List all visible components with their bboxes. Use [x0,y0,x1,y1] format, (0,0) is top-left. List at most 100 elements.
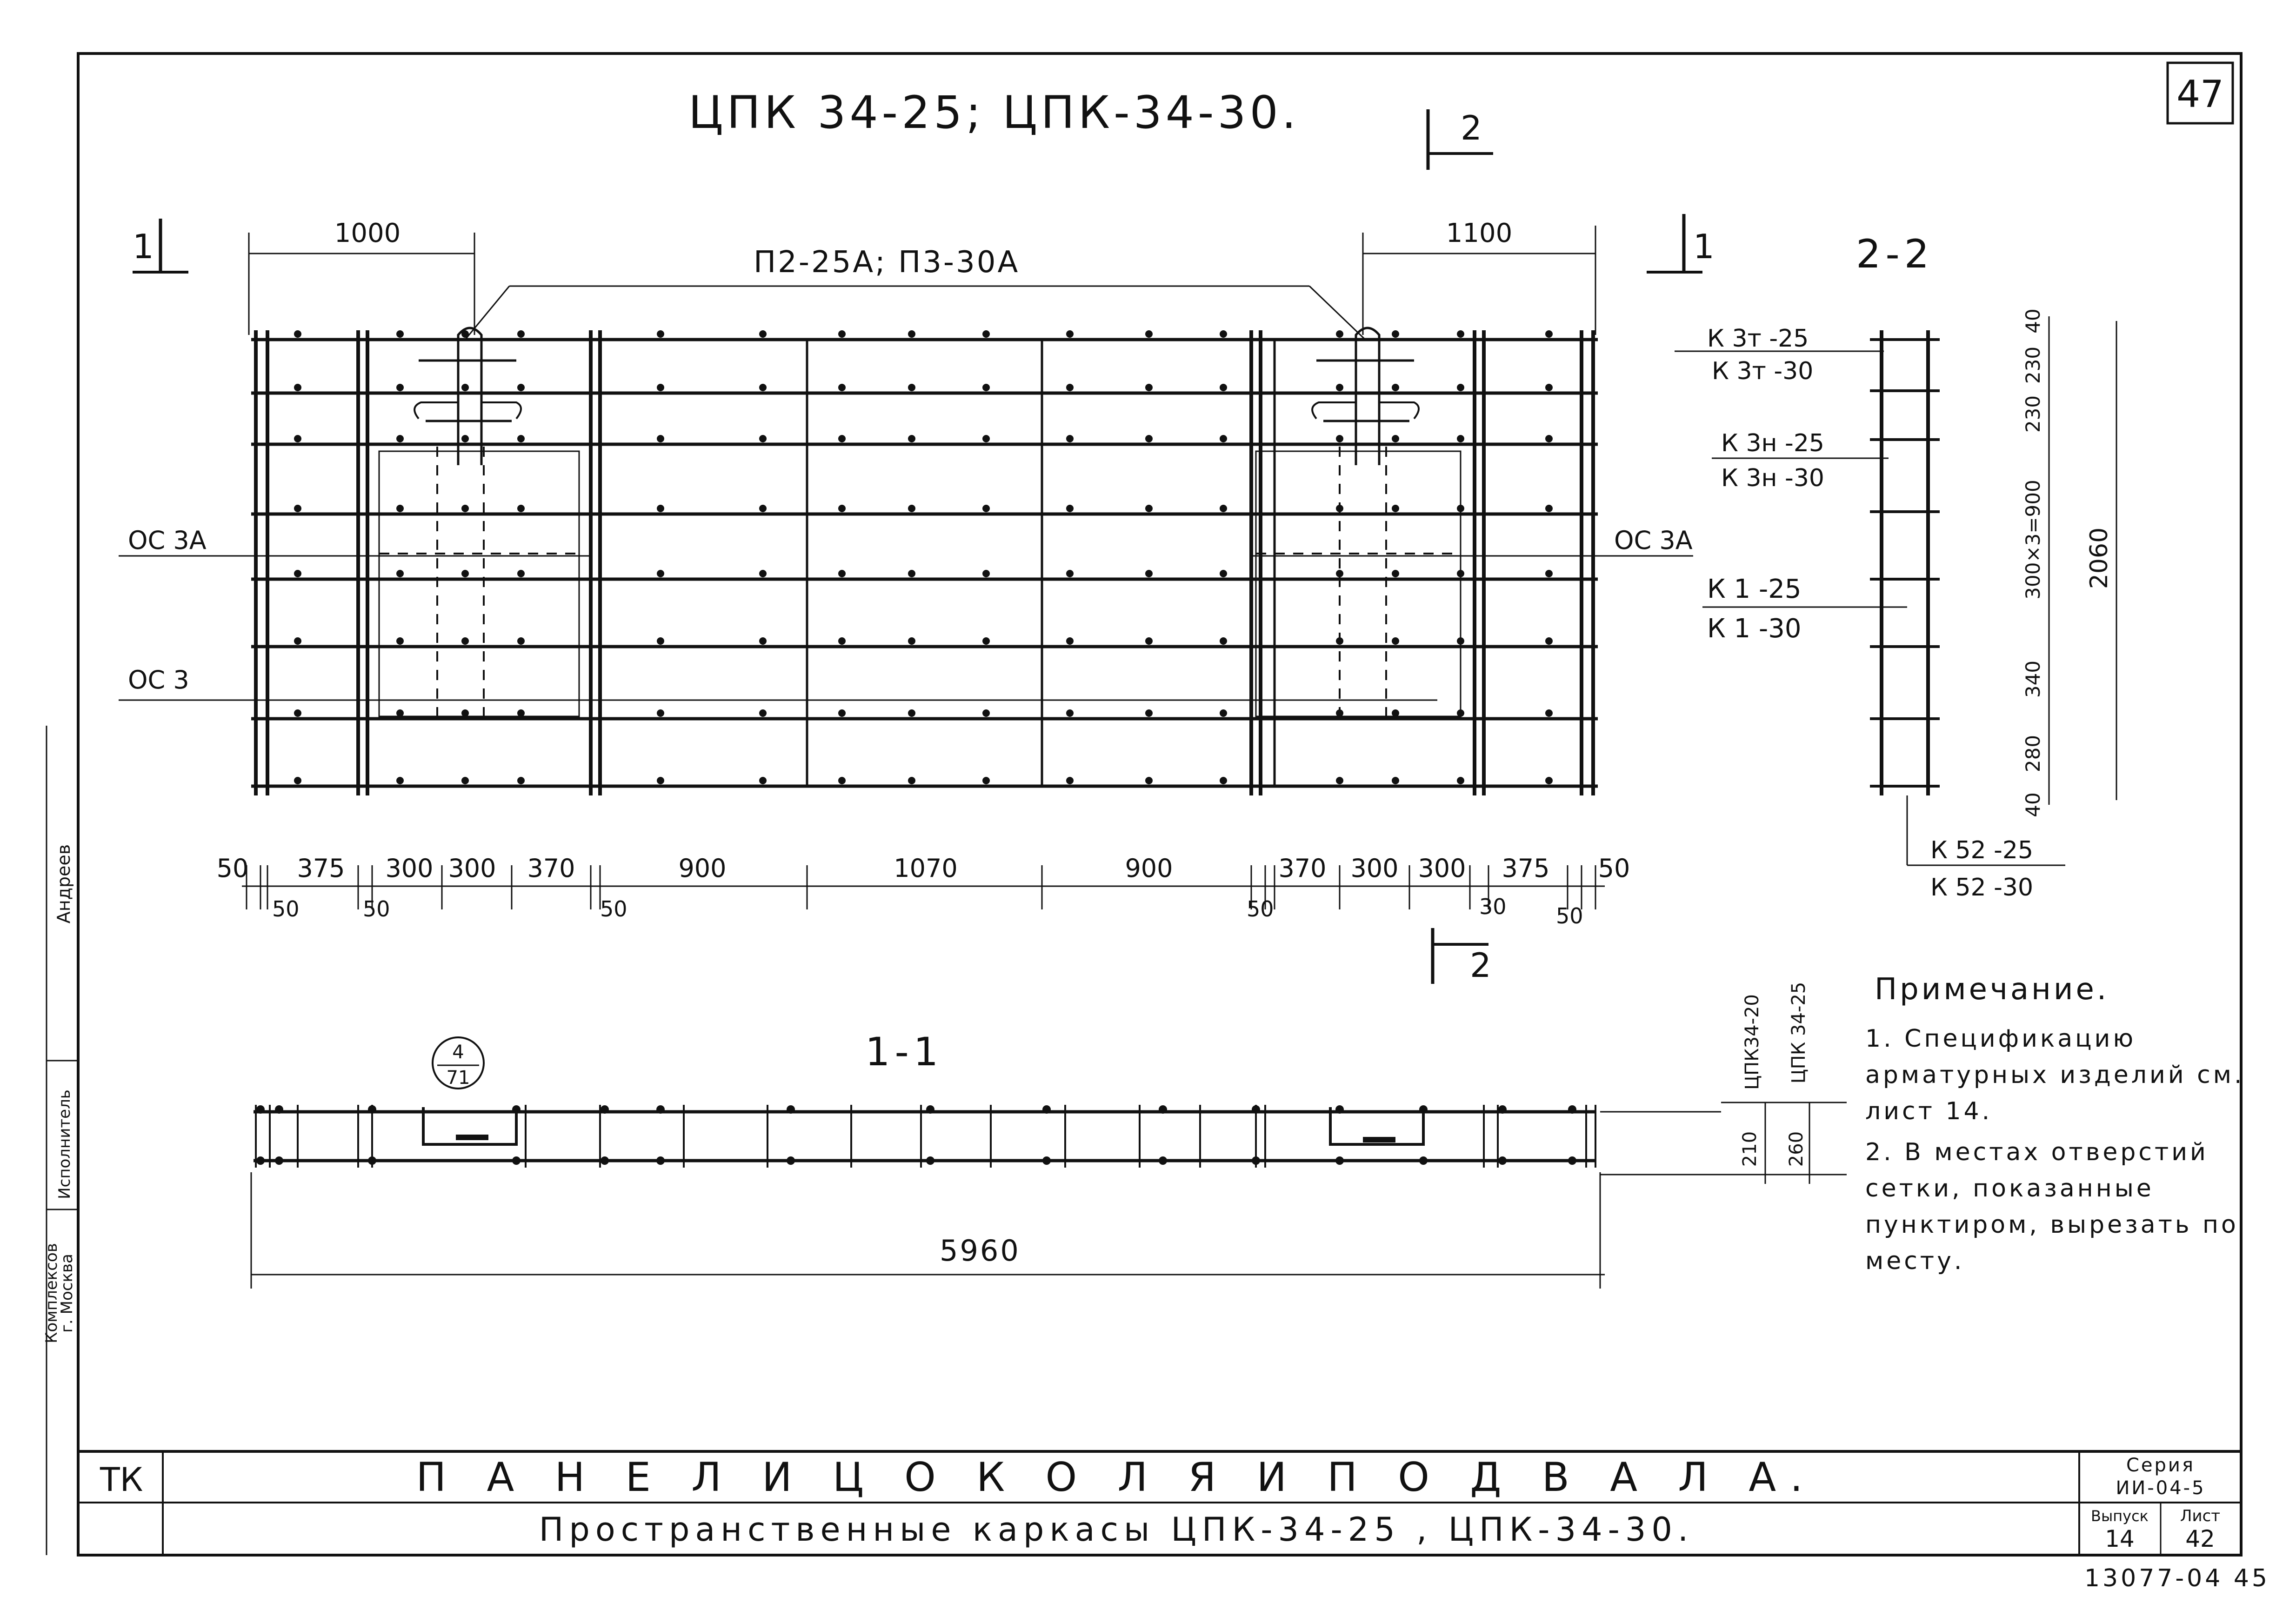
plan-bar-dot [1545,330,1553,338]
dim-small: 50 [363,896,390,922]
plan-bar-dot [1392,570,1399,577]
plan-bar-dot [982,505,990,512]
plan-bar-dot [1145,505,1153,512]
side-dim-230: 230 [2022,347,2044,384]
plan-bar-dot [517,384,525,391]
section-11-bar-dot [926,1105,934,1114]
plan-bar-dot [759,505,767,512]
section-11-bar-dot [256,1105,265,1114]
plan-bar-dot [1392,435,1399,442]
side-dim-340: 340 [2022,661,2044,698]
section-11-bar-dot [368,1105,376,1114]
section-11-bar-dot [1568,1105,1576,1114]
detail-callout-circle [432,1036,485,1089]
left-stamp-role: Исполнитель [55,1089,74,1199]
plan-bar-dot [396,435,404,442]
plan-bar-dot [1220,384,1227,391]
plan-bar-dot [657,570,664,577]
plan-bar-dot [908,709,915,717]
plan-bar-dot [461,637,469,645]
plan-bar-dot [1336,384,1343,391]
plan-bar-dot [1392,505,1399,512]
plan-bar-dot [1066,637,1074,645]
plan-bar-dot [1145,777,1153,784]
mesh-label-oc3-left: ОС 3 [128,665,189,695]
section-11-bar-dot [787,1156,795,1165]
stamp-title-sub: Пространственные каркасы ЦПК-34-25 , ЦПК… [539,1510,1694,1549]
plan-bar-dot [461,709,469,717]
side-dim-40-top: 40 [2022,308,2044,333]
mesh-label-oc3a-right: ОС 3А [1614,526,1693,555]
section-11-bar-dot [787,1105,795,1114]
section-11-bar-dot [1568,1156,1576,1165]
left-stamp-org: Комплексов [42,1243,61,1343]
plan-bar-dot [759,330,767,338]
section-11-bar-dot [1498,1105,1507,1114]
plan-bar-dot [982,435,990,442]
dim-label: 370 [527,854,575,883]
plan-bar-dot [908,330,915,338]
dim-label: 375 [297,854,345,883]
plan-bar-dot [1220,330,1227,338]
stamp-sheet-label: Лист [2180,1507,2220,1525]
plan-bar-dot [461,777,469,784]
plan-bar-dot [759,435,767,442]
label-k52-25: К 52 -25 [1930,836,2033,864]
mark-reference: П2-25А; П3-30А [754,245,1020,280]
side-dim-280: 280 [2022,735,2044,772]
plan-bar-dot [759,570,767,577]
plan-bar-dot [1336,435,1343,442]
plan-bar-dot [982,330,990,338]
plan-bar-dot [1145,709,1153,717]
plan-bar-dot [1392,709,1399,717]
stamp-series-value: ИИ-04-5 [2116,1477,2205,1499]
section-11-bar-dot [656,1105,665,1114]
section-11-bar-dot [256,1156,265,1165]
plan-bar-dot [1066,505,1074,512]
label-k1-30: К 1 -30 [1707,614,1801,644]
plan-bar-dot [1145,330,1153,338]
detail-callout-bottom: 71 [447,1067,470,1089]
plan-bar-dot [1145,570,1153,577]
section-11-bar-dot [1042,1105,1051,1114]
plan-bar-dot [1220,709,1227,717]
plan-bar-dot [1220,777,1227,784]
section-11-bar-dot [275,1105,283,1114]
plan-bar-dot [1066,384,1074,391]
section-11-bar-dot [1159,1156,1167,1165]
plan-bar-dot [294,570,301,577]
section-11-bar-dot [1335,1105,1344,1114]
plan-bar-dot [1336,570,1343,577]
plan-bar-dot [294,709,301,717]
plan-bar-dot [517,777,525,784]
dim-210: 210 [1739,1131,1761,1167]
plan-bar-dot [396,777,404,784]
section-11-bar-dot [1252,1156,1260,1165]
section-11-bar-dot [1335,1156,1344,1165]
plan-bar-dot [759,777,767,784]
section-cut-2-top-label: 2 [1461,108,1482,147]
plan-bar-dot [1392,384,1399,391]
dim-label: 50 [1598,854,1630,883]
plan-bar-dot [396,570,404,577]
plan-bar-dot [517,435,525,442]
plan-bar-dot [908,637,915,645]
dim-small: 30 [1479,894,1507,919]
lifting-loop-right [1311,327,1420,465]
dim-label: 300 [448,854,496,883]
plan-bar-dot [908,435,915,442]
plan-bar-dot [396,330,404,338]
dim-5960: 5960 [940,1234,1021,1268]
plan-bar-dot [1066,570,1074,577]
plan-bar-dot [517,570,525,577]
plan-bar-dot [838,505,846,512]
plan-bar-dot [1392,777,1399,784]
label-k52-30: К 52 -30 [1930,874,2033,902]
plan-bar-dot [294,637,301,645]
plan-bar-dot [1457,384,1464,391]
section-11-bar-dot [1252,1105,1260,1114]
plan-bar-dot [838,709,846,717]
plan-bar-dot [908,777,915,784]
plan-bar-dot [1145,384,1153,391]
